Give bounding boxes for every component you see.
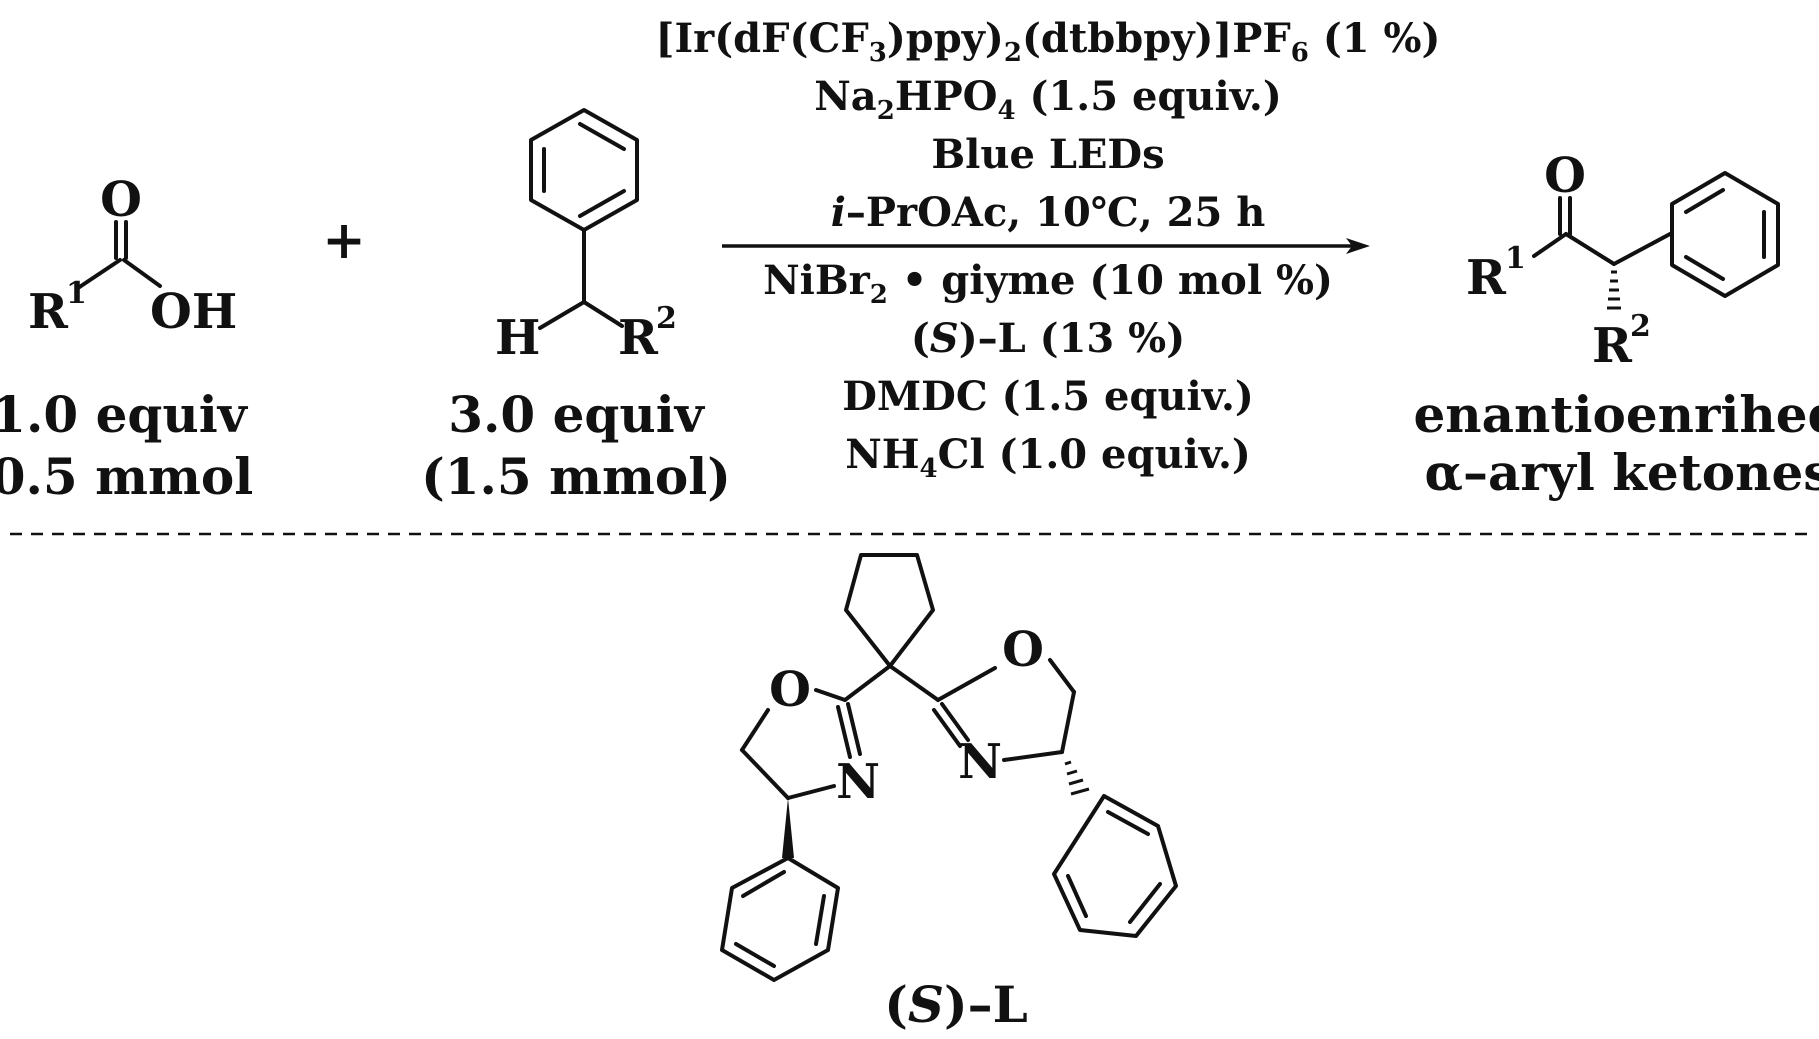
bond (582, 300, 624, 328)
reactant2-equiv-label: 3.0 equiv (448, 385, 706, 444)
atom-r: R (28, 284, 69, 340)
reactant1-equiv-label: 1.0 equiv (0, 385, 249, 444)
atom-r-superscript: 2 (656, 301, 677, 336)
bond (843, 664, 892, 702)
condition-chiral-ligand: (S)–L (13 %) (911, 315, 1185, 362)
reactant-benzylic-substrate: H R 2 (495, 108, 677, 366)
bond (1684, 255, 1725, 281)
bond (1564, 232, 1616, 266)
bond (1048, 658, 1076, 694)
atom-r2: R (1592, 318, 1633, 374)
bond (940, 702, 970, 742)
bond (846, 702, 862, 756)
bond (740, 708, 770, 752)
wedge-bond (782, 798, 794, 858)
cyclopentane-ring (844, 553, 935, 668)
reactant1-amount-label: 0.5 mmol (0, 447, 253, 506)
bond (1612, 232, 1672, 266)
bond (1106, 810, 1150, 836)
benzene-ring (720, 856, 840, 982)
atom-r-superscript: 1 (66, 276, 87, 311)
bond (836, 705, 852, 759)
condition-nickel-catalyst: NiBr2 • giyme (10 mol %) (763, 257, 1333, 310)
atom-oxygen-left: O (769, 662, 811, 718)
bond (932, 708, 962, 748)
bond (814, 894, 826, 946)
reactant-carboxylic-acid: O R 1 OH (28, 172, 237, 340)
atom-r1-superscript: 1 (1505, 241, 1526, 276)
condition-base: Na2HPO4 (1.5 equiv.) (814, 73, 1282, 126)
atom-oxygen: O (1544, 148, 1586, 204)
bond (578, 189, 626, 218)
bond (1002, 750, 1064, 762)
ligand-label: (S)–L (884, 975, 1028, 1034)
bond (734, 942, 776, 968)
hash-stroke (1064, 760, 1072, 766)
reaction-arrow-head (1346, 238, 1370, 254)
atom-nitrogen-right: N (958, 734, 1002, 790)
hash-stroke (1068, 778, 1084, 786)
benzene-ring (1670, 171, 1780, 298)
bond (740, 748, 790, 800)
bond (1066, 874, 1088, 918)
bond (538, 300, 586, 330)
atom-hydrogen: H (495, 310, 540, 366)
bond (936, 666, 997, 702)
condition-solvent-temperature-time: i–PrOAc, 10℃, 25 h (831, 189, 1266, 236)
plus-sign: + (322, 210, 366, 271)
atom-oxygen: O (100, 172, 142, 228)
bond (1684, 188, 1725, 214)
condition-ammonium-salt: NH4Cl (1.0 equiv.) (845, 431, 1251, 484)
atom-r: R (618, 310, 659, 366)
benzene-ring (1052, 794, 1178, 938)
hashed-wedge-bond (1607, 270, 1621, 310)
product-label-line2: α–aryl ketones (1425, 443, 1819, 502)
bond (814, 688, 847, 702)
atom-nitrogen-left: N (836, 754, 880, 810)
bond (888, 664, 940, 702)
bond (1532, 232, 1568, 258)
hashed-wedge-bond (1064, 760, 1090, 796)
chiral-bisoxazoline-ligand: O N O N (720, 553, 1178, 982)
atom-oxygen-right: O (1002, 622, 1044, 678)
condition-additive: DMDC (1.5 equiv.) (842, 373, 1254, 420)
atom-r1: R (1466, 250, 1507, 306)
bond (786, 784, 836, 800)
condition-photocatalyst: [Ir(dF(CF3)ppy)2(dtbbpy)]PF6 (1 %) (656, 15, 1441, 68)
bond (76, 258, 122, 290)
reactant2-amount-label: (1.5 mmol) (421, 447, 731, 506)
product-label-line1: enantioenrihed (1414, 385, 1819, 444)
bond (1060, 690, 1076, 754)
bond (1128, 882, 1162, 924)
hash-stroke (1070, 787, 1090, 796)
product-alpha-aryl-ketone: O R 1 R 2 (1466, 148, 1780, 374)
hash-stroke (1066, 769, 1078, 776)
bond (578, 122, 626, 151)
atom-hydroxyl: OH (150, 284, 237, 340)
bond (741, 870, 786, 898)
bond (122, 258, 162, 288)
atom-r2-superscript: 2 (1630, 309, 1651, 344)
condition-light-source: Blue LEDs (931, 131, 1164, 178)
